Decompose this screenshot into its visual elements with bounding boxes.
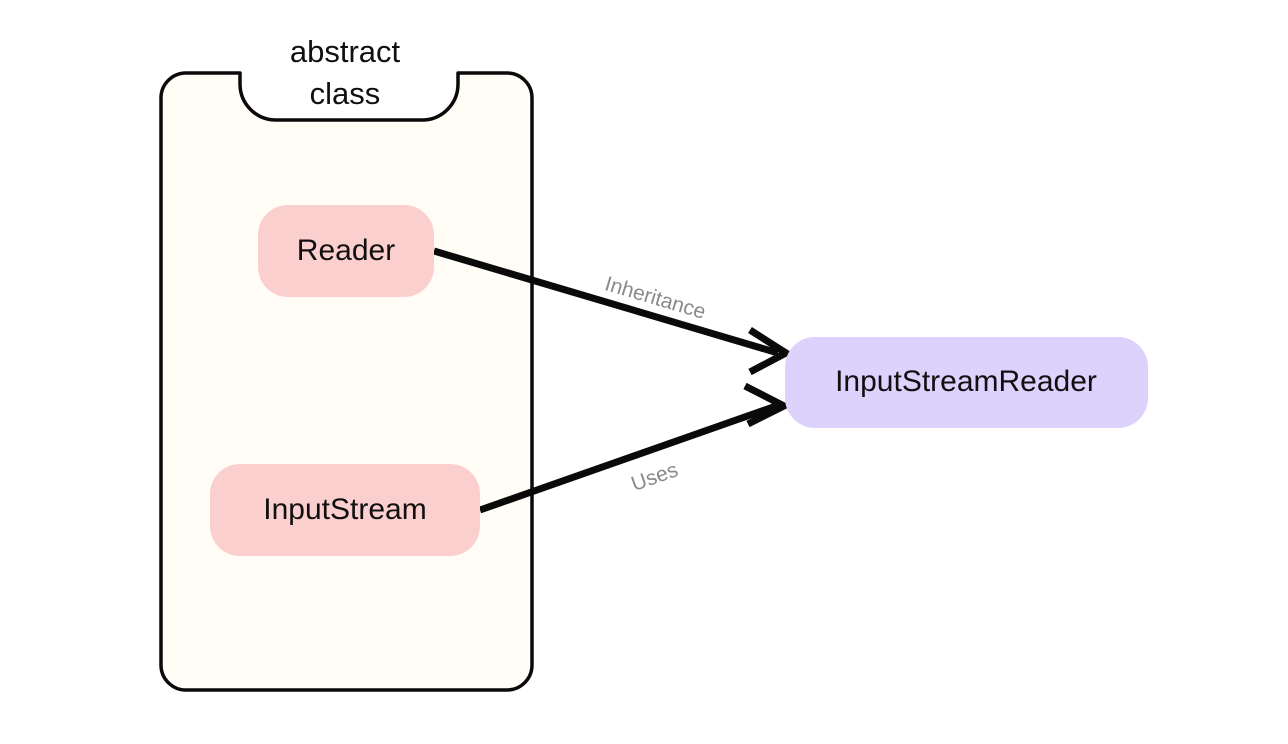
group-title-line-1: abstract: [290, 34, 401, 69]
group-title-line-2: class: [310, 76, 381, 111]
abstract-class-group[interactable]: [159, 71, 534, 692]
node-inputstreamreader-label: InputStreamReader: [835, 365, 1097, 398]
node-inputstream-shape: [210, 464, 480, 556]
edge-uses-arrowhead: [743, 382, 792, 428]
edge-inheritance-arrowhead: [748, 327, 793, 376]
edge-inheritance-line: [433, 247, 779, 357]
abstract-class-group-outline: [159, 71, 534, 692]
node-reader-shape: [258, 205, 434, 297]
node-inputstreamreader[interactable]: InputStreamReader: [785, 337, 1148, 428]
node-inputstreamreader-shape: [785, 337, 1148, 428]
node-inputstream-label: InputStream: [263, 493, 426, 526]
edge-uses-label: Uses: [628, 458, 681, 496]
node-reader-label: Reader: [297, 234, 395, 267]
edge-uses-line: [478, 402, 778, 514]
node-inputstream[interactable]: InputStream: [210, 464, 480, 556]
abstract-class-group-title: abstract class: [290, 34, 401, 111]
node-reader[interactable]: Reader: [258, 205, 434, 297]
